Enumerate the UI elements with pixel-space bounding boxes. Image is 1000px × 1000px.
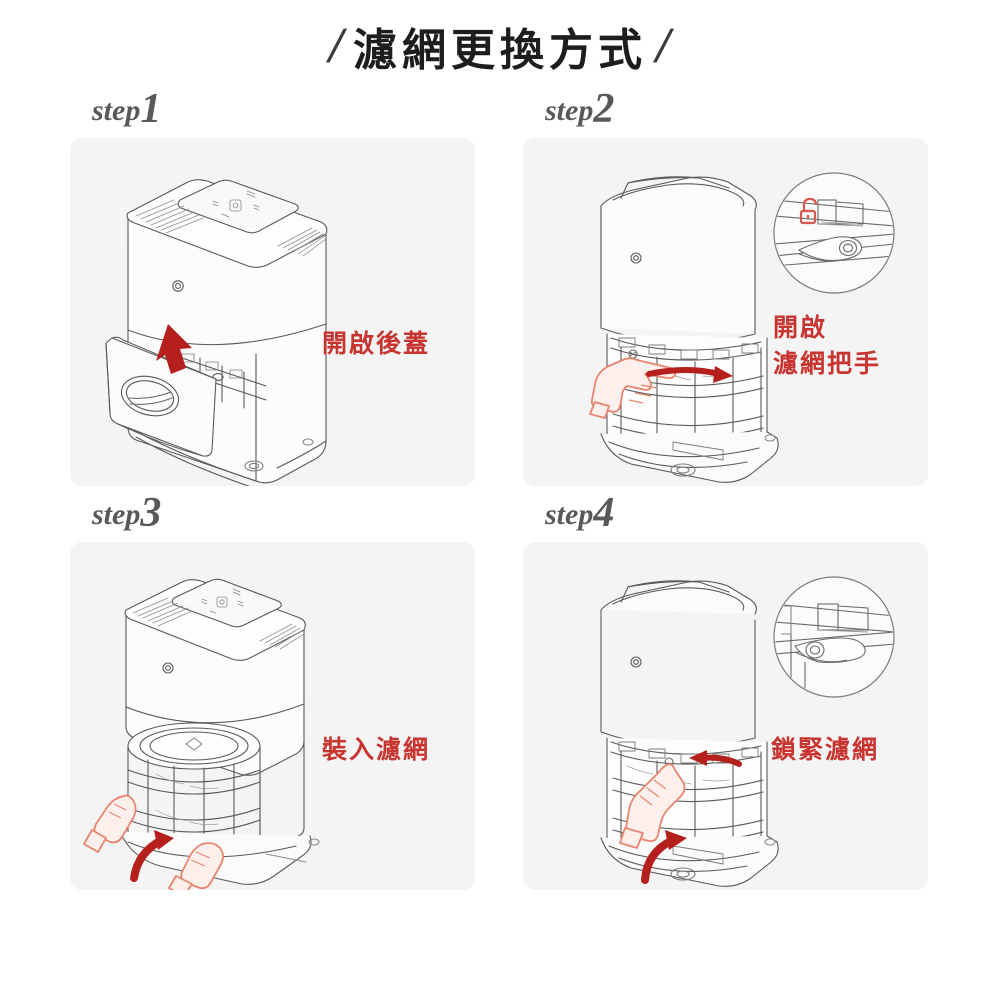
- step-1-label-number: 1: [140, 86, 162, 132]
- step-4-label-number: 4: [593, 490, 615, 536]
- unlocked-padlock-icon: [799, 197, 818, 225]
- step-3-illustration: [83, 578, 320, 890]
- title-text: 濾網更換方式: [353, 25, 647, 76]
- step-3-hand-right-icon: [168, 842, 224, 890]
- step-1-label: step1: [92, 88, 161, 130]
- step-3-caption: 裝入濾網: [322, 735, 431, 764]
- step-4-illustration: [600, 576, 895, 887]
- step-2: step2: [523, 88, 928, 488]
- step-2-card: [523, 138, 928, 486]
- step-3-arrow: [130, 830, 174, 882]
- step-1-label-word: step: [92, 94, 141, 127]
- step-3-label-word: step: [92, 498, 141, 531]
- step-1: step1: [70, 88, 475, 488]
- step-3-hand-left-icon: [83, 794, 137, 853]
- step-2-caption: 開啟 濾網把手: [773, 313, 882, 379]
- step-1-card: [70, 138, 475, 486]
- step-2-label: step2: [545, 88, 614, 130]
- step-4-label: step4: [545, 492, 614, 534]
- step-1-caption: 開啟後蓋: [322, 329, 431, 358]
- step-3: step3: [70, 492, 475, 892]
- step-1-illustration: [105, 179, 328, 486]
- step-2-arrow: [646, 366, 733, 383]
- step-4-hand-icon: [619, 763, 686, 849]
- step-4-arrow-top: [689, 750, 742, 767]
- step-2-label-number: 2: [593, 86, 615, 132]
- page-title: /濾網更換方式/: [0, 14, 1000, 78]
- step-1-arrow: [156, 324, 192, 374]
- step-3-card: [70, 542, 475, 890]
- step-4-arrow-bottom: [641, 830, 687, 884]
- step-2-illustration: [589, 172, 895, 483]
- step-3-label: step3: [92, 492, 161, 534]
- step-3-label-number: 3: [140, 490, 162, 536]
- step-2-label-word: step: [545, 94, 594, 127]
- step-4: step4: [523, 492, 928, 892]
- step-2-detail-circle: [773, 172, 895, 294]
- step-4-label-word: step: [545, 498, 594, 531]
- step-4-caption: 鎖緊濾網: [771, 735, 880, 764]
- step-4-detail-circle: [773, 576, 895, 698]
- step-4-card: [523, 542, 928, 890]
